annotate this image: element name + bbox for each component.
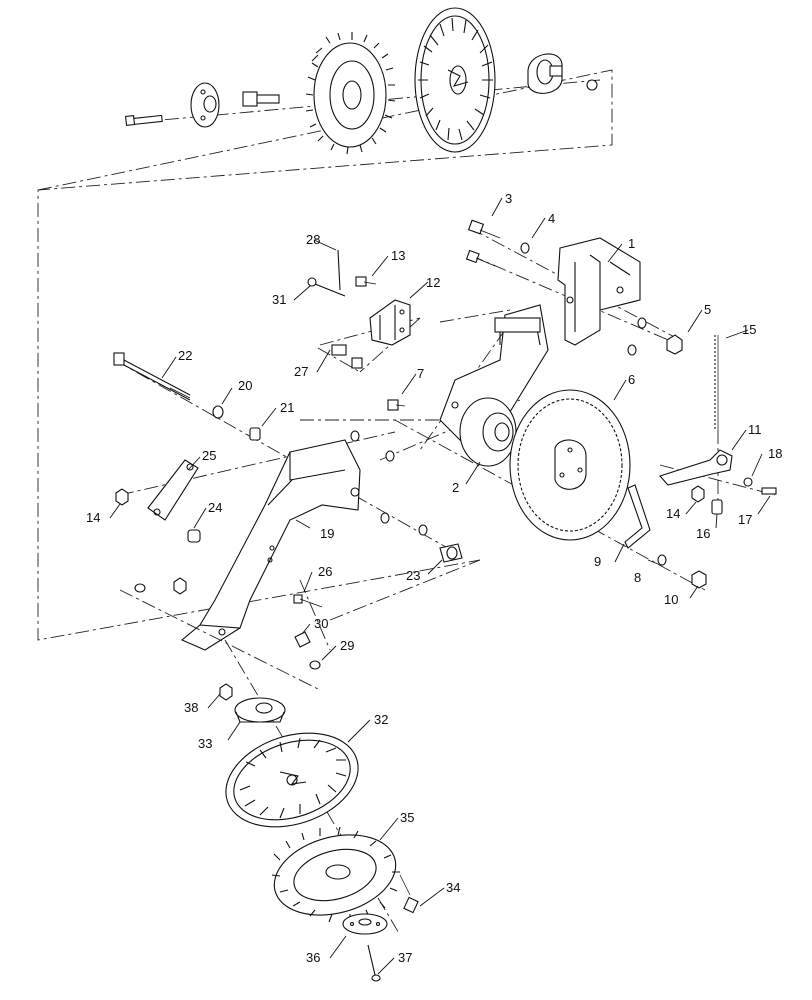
bottom-closing-disc [225,732,359,828]
pin-assembly [307,249,363,369]
small-bracket [369,299,411,346]
callout-16: 16 [696,526,710,541]
arm-with-bearing-hub [439,304,549,467]
callout-9: 9 [594,554,601,569]
arm-shank [180,439,361,651]
callout-18: 18 [768,446,782,461]
serrated-disc [509,389,631,541]
top-bolt [124,114,163,126]
callout-12: 12 [426,275,440,290]
mounting-bracket [557,237,641,346]
callout-36: 36 [306,950,320,965]
bottom-hub-flange [342,913,388,935]
top-nut [586,79,598,91]
link-plate [147,459,199,521]
callout-22: 22 [178,348,192,363]
callout-8: 8 [634,570,641,585]
top-hub-flange [190,82,220,128]
callout-3: 3 [505,191,512,206]
bottom-nut [219,683,233,701]
callout-5: 5 [704,302,711,317]
callout-23: 23 [406,568,420,583]
callout-37: 37 [398,950,412,965]
callout-17: 17 [738,512,752,527]
callout-30: 30 [314,616,328,631]
callout-21: 21 [280,400,294,415]
bottom-flange-bolt [399,874,419,914]
top-hub-cap [527,53,563,94]
fasteners [113,219,777,670]
leader-lines [109,197,771,975]
callout-35: 35 [400,810,414,825]
callout-38: 38 [184,700,198,715]
callout-31: 31 [272,292,286,307]
callout-15: 15 [742,322,756,337]
callout-27: 27 [294,364,308,379]
bottom-sprocket-wheel [271,826,400,923]
assembly-lines [37,69,776,936]
callout-28: 28 [306,232,320,247]
top-shoulder-bolt [242,91,280,107]
callout-26: 26 [318,564,332,579]
top-sprocket-wheel [305,32,396,155]
callout-1: 1 [628,236,635,251]
callout-14-left: 14 [86,510,100,525]
callout-2: 2 [452,480,459,495]
bottom-bolt [367,944,381,982]
callout-20: 20 [238,378,252,393]
callout-7: 7 [417,366,424,381]
callouts: 1 2 3 4 5 6 7 8 9 10 11 12 13 14 14 15 1… [86,191,782,965]
callout-24: 24 [208,500,222,515]
callout-29: 29 [340,638,354,653]
callout-33: 33 [198,736,212,751]
callout-13: 13 [391,248,405,263]
callout-14-right: 14 [666,506,680,521]
callout-19: 19 [320,526,334,541]
top-closing-disc [414,7,496,153]
callout-6: 6 [628,372,635,387]
callout-10: 10 [664,592,678,607]
callout-34: 34 [446,880,460,895]
callout-32: 32 [374,712,388,727]
bottom-hub-cap [234,697,286,723]
callout-11: 11 [748,422,762,437]
callout-4: 4 [548,211,555,226]
callout-25: 25 [202,448,216,463]
